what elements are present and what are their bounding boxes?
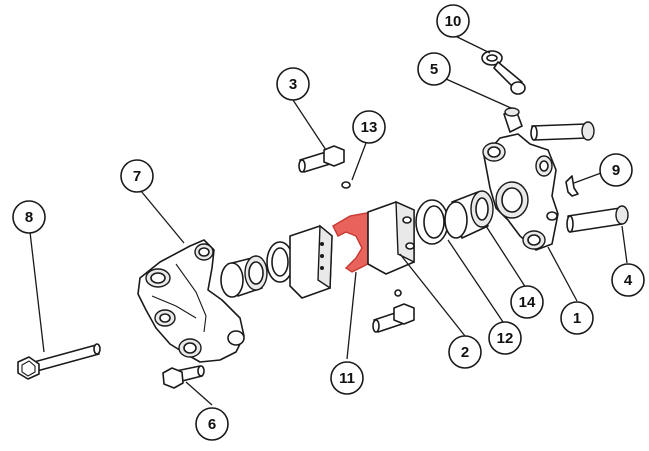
callout-5: 5 <box>417 52 451 86</box>
callout-9: 9 <box>599 153 633 187</box>
callout-14: 14 <box>510 285 544 319</box>
banjo-fitting-part <box>481 50 526 95</box>
washer-part <box>341 181 351 189</box>
callout-4-label: 4 <box>624 272 633 289</box>
small-bolt-part <box>162 365 205 389</box>
callout-4: 4 <box>611 263 645 297</box>
callout-10: 10 <box>436 4 470 38</box>
callout-1-label: 1 <box>573 310 581 327</box>
leader-lines <box>29 31 628 406</box>
bleeder-part <box>503 107 523 133</box>
callout-7: 7 <box>120 159 154 193</box>
callout-10-label: 10 <box>445 13 462 30</box>
callout-12-label: 12 <box>497 330 514 347</box>
callout-9-label: 9 <box>612 162 620 179</box>
callout-7-label: 7 <box>133 168 141 185</box>
callout-14-label: 14 <box>519 294 536 311</box>
callout-2-label: 2 <box>461 344 469 361</box>
callout-6: 6 <box>195 407 229 441</box>
piston-part <box>444 190 494 239</box>
callout-3-label: 3 <box>289 76 297 93</box>
callout-1: 1 <box>560 301 594 335</box>
right-brake-pad-part <box>367 200 415 275</box>
callout-3: 3 <box>276 67 310 101</box>
lower-bolt-part <box>372 289 415 333</box>
callout-13: 13 <box>352 110 386 144</box>
callout-2: 2 <box>448 335 482 369</box>
callout-11: 11 <box>330 361 364 395</box>
left-brake-pad-part <box>289 224 333 299</box>
callout-8: 8 <box>12 200 46 234</box>
left-piston-part <box>220 255 268 298</box>
seal-ring-part <box>415 199 449 245</box>
callout-11-label: 11 <box>339 370 355 387</box>
left-seal-part <box>266 241 294 283</box>
callout-5-label: 5 <box>430 61 438 78</box>
caliper-body-part <box>482 133 559 251</box>
callout-12: 12 <box>488 321 522 355</box>
caliper-bracket-part <box>137 239 245 363</box>
callout-6-label: 6 <box>208 416 216 433</box>
clip-part <box>565 175 579 197</box>
callout-8-label: 8 <box>25 209 33 226</box>
upper-bolt-part <box>298 145 345 173</box>
long-bolt-part <box>17 343 101 380</box>
callout-13-label: 13 <box>361 119 378 136</box>
guide-pin-upper-part <box>530 121 595 141</box>
guide-pin-lower-part <box>566 205 629 233</box>
